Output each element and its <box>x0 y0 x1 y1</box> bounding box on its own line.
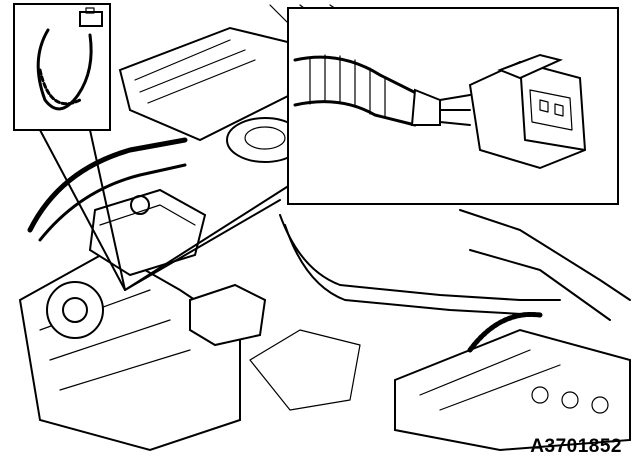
inset-connector-detail <box>287 7 619 205</box>
sensor-module <box>88 188 267 347</box>
figure-reference-code: A3701852 <box>530 436 622 457</box>
callout-pointers <box>39 129 291 291</box>
engine-background <box>18 4 631 452</box>
main-wiring-harness <box>27 137 561 353</box>
inset-cable-detail <box>13 3 111 131</box>
